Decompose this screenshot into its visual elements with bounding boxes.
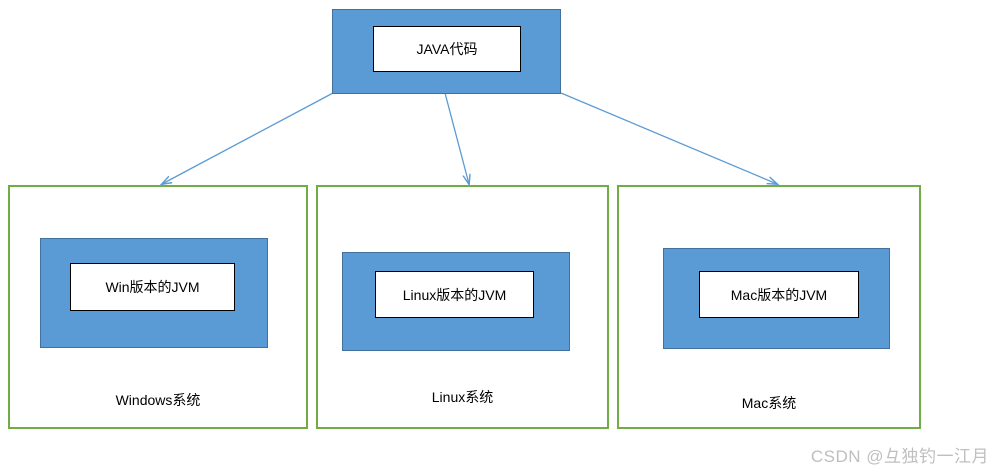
jvm-label-mac: Mac版本的JVM <box>730 286 828 303</box>
jvm-label-box-windows: Win版本的JVM <box>70 263 235 311</box>
os-caption-windows: Windows系统 <box>115 392 201 408</box>
jvm-label-linux: Linux版本的JVM <box>402 286 507 303</box>
jvm-label-windows: Win版本的JVM <box>105 279 200 295</box>
os-caption-linux: Linux系统 <box>431 389 494 405</box>
jvm-label-box-linux: Linux版本的JVM <box>375 271 534 318</box>
java-code-label-box: JAVA代码 <box>373 26 521 72</box>
arrow-to-windows <box>162 92 334 184</box>
csdn-watermark: CSDN @彑独钓一江月 <box>810 447 989 466</box>
java-code-label: JAVA代码 <box>416 41 478 57</box>
os-caption-mac: Mac系统 <box>741 395 797 411</box>
jvm-label-box-mac: Mac版本的JVM <box>699 271 859 318</box>
arrow-to-mac <box>560 92 777 184</box>
arrow-to-linux <box>444 92 469 184</box>
